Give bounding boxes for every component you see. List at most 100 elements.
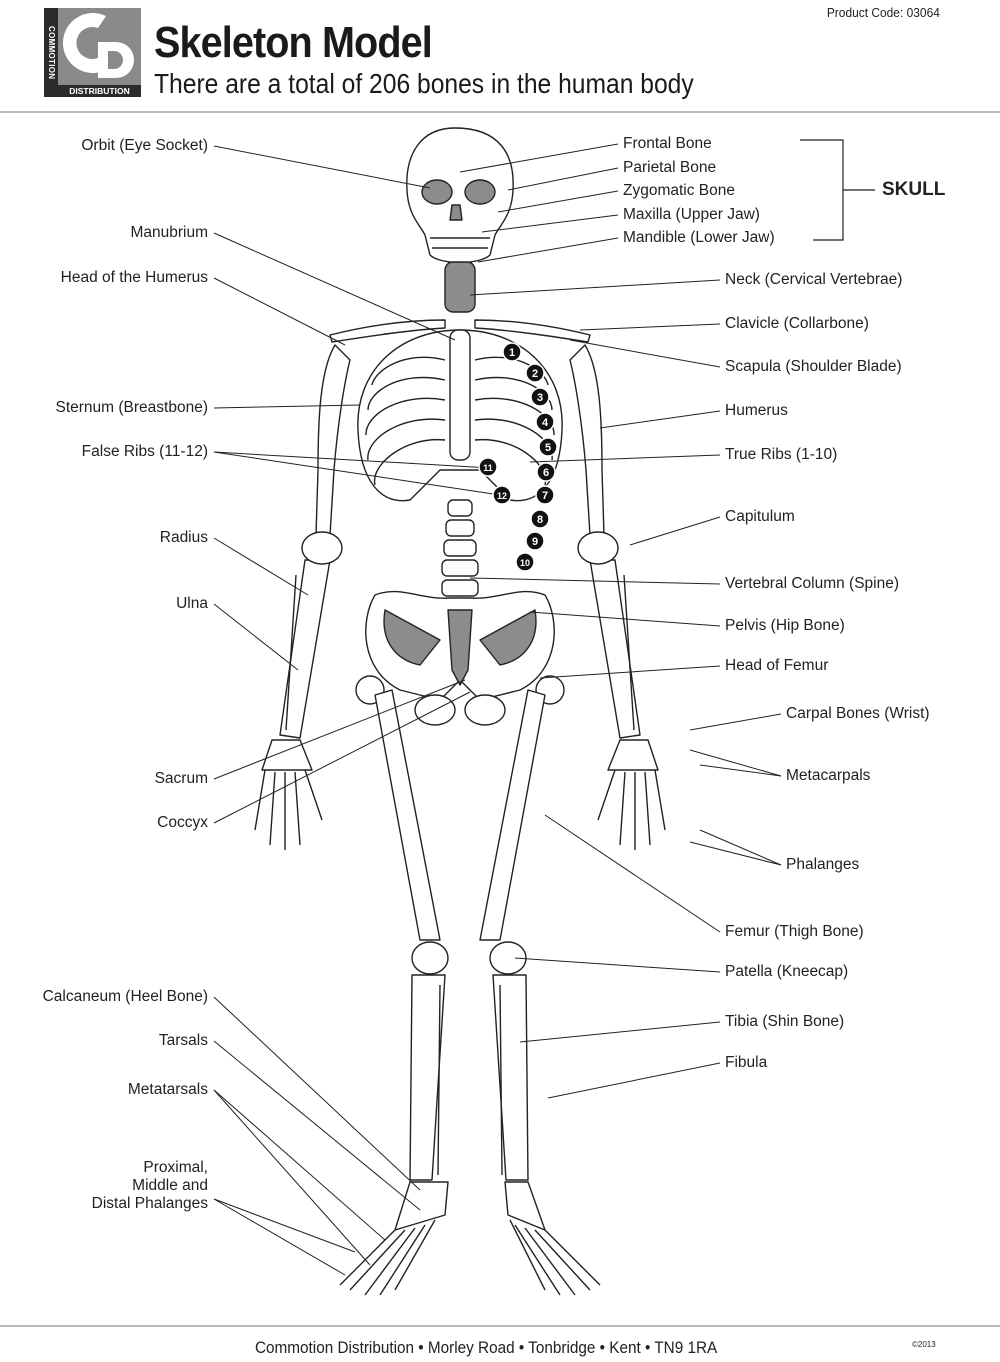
label-left: Metatarsals [127, 1081, 208, 1098]
leader-line [213, 451, 491, 469]
label-left: False Ribs (11-12) [81, 443, 208, 460]
hand-left [254, 739, 323, 850]
leader-line [213, 679, 466, 780]
svg-text:8: 8 [537, 514, 543, 526]
leader-line [213, 1198, 356, 1253]
leader-line [689, 713, 782, 731]
label-left: Sternum (Breastbone) [55, 399, 209, 416]
label-left: Orbit (Eye Socket) [81, 137, 208, 154]
label-right: Fibula [725, 1054, 768, 1071]
label-skull: Parietal Bone [623, 159, 717, 176]
label-left: Head of the Humerus [60, 269, 208, 286]
label-right: Femur (Thigh Bone) [725, 923, 864, 940]
orbit-left [421, 179, 453, 205]
rib-number-badge: 1 [502, 342, 522, 362]
copyright: ©2013 [912, 1340, 936, 1349]
leader-line [547, 1062, 721, 1099]
svg-text:1: 1 [509, 347, 515, 359]
logo-vertical-text: COMMOTION [44, 8, 58, 97]
leader-line [599, 410, 721, 429]
label-skull: Maxilla (Upper Jaw) [623, 206, 760, 223]
leader-line [481, 214, 619, 233]
leader-line [213, 1089, 371, 1266]
svg-text:11: 11 [483, 463, 493, 473]
label-left: Calcaneum (Heel Bone) [42, 988, 208, 1005]
femur-right [479, 689, 546, 941]
label-right: True Ribs (1-10) [725, 446, 838, 463]
sacrum [447, 609, 473, 686]
label-right: Carpal Bones (Wrist) [786, 705, 930, 722]
rib-number-badge: 9 [525, 531, 545, 551]
svg-text:9: 9 [532, 536, 538, 548]
header-divider [0, 111, 1000, 113]
rib-number-badge: 4 [535, 412, 555, 432]
humerus-right [569, 344, 605, 536]
foot-right [504, 1181, 601, 1296]
label-right: Patella (Kneecap) [725, 963, 849, 980]
hand-right [597, 739, 666, 850]
leader-line [529, 611, 721, 627]
footer-divider [0, 1325, 1000, 1327]
leader-line [459, 143, 619, 173]
leader-line [213, 1198, 346, 1276]
leader-line [507, 167, 619, 191]
svg-text:2: 2 [532, 368, 538, 380]
foot-left [339, 1181, 449, 1296]
label-right: Tibia (Shin Bone) [725, 1013, 845, 1030]
leader-line [213, 996, 421, 1191]
company-logo: COMMOTION DISTRIBUTION [44, 8, 141, 97]
rib-number-badge: 5 [538, 437, 558, 457]
clavicle [329, 319, 446, 343]
leader-line [519, 1021, 721, 1043]
svg-text:7: 7 [542, 490, 548, 502]
leader-line [539, 665, 721, 679]
label-right: Scapula (Shoulder Blade) [725, 358, 902, 375]
cervical-vertebrae [444, 261, 476, 313]
label-skull: Mandible (Lower Jaw) [623, 229, 775, 246]
leader-line [213, 404, 361, 409]
label-left: Coccyx [157, 814, 208, 831]
label-right: Head of Femur [725, 657, 829, 674]
tibia-left [409, 974, 446, 1181]
skull-bracket [800, 139, 875, 241]
label-left: Manubrium [130, 224, 208, 241]
label-left: Sacrum [154, 770, 208, 787]
svg-text:4: 4 [542, 417, 549, 429]
svg-text:3: 3 [537, 392, 543, 404]
leader-line [477, 237, 619, 263]
label-right: Clavicle (Collarbone) [725, 315, 869, 332]
leader-line [469, 577, 721, 585]
tibia-right [492, 974, 529, 1181]
leader-line [213, 1089, 386, 1241]
rib-number-badge: 7 [535, 485, 555, 505]
leader-line [529, 454, 721, 463]
leader-line [213, 232, 456, 341]
leader-line [569, 339, 721, 368]
rib-number-badge: 12 [492, 485, 512, 505]
rib-number-badge: 2 [525, 363, 545, 383]
leader-line [213, 277, 346, 346]
leader-line [497, 190, 619, 213]
svg-text:5: 5 [545, 442, 551, 454]
leader-line [689, 749, 782, 777]
leader-line [699, 764, 782, 777]
humerus-left [315, 344, 351, 536]
label-left: Radius [159, 529, 208, 546]
leader-line [689, 841, 782, 866]
skull-group-label: SKULL [882, 179, 946, 200]
patella-left [411, 941, 449, 975]
label-right: Capitulum [725, 508, 795, 525]
leader-line [514, 957, 721, 973]
rib-number-badge: 3 [530, 387, 550, 407]
label-skull: Frontal Bone [623, 135, 712, 152]
footer-address: Commotion Distribution • Morley Road • T… [255, 1338, 718, 1357]
leader-line [213, 451, 501, 496]
svg-text:10: 10 [520, 558, 530, 568]
label-right: Neck (Cervical Vertebrae) [725, 271, 903, 288]
logo-horizontal-text: DISTRIBUTION [58, 85, 141, 97]
leader-line [544, 814, 721, 933]
patella-right [489, 941, 527, 975]
leader-line [213, 691, 471, 824]
rib-number-badge: 6 [536, 462, 556, 482]
